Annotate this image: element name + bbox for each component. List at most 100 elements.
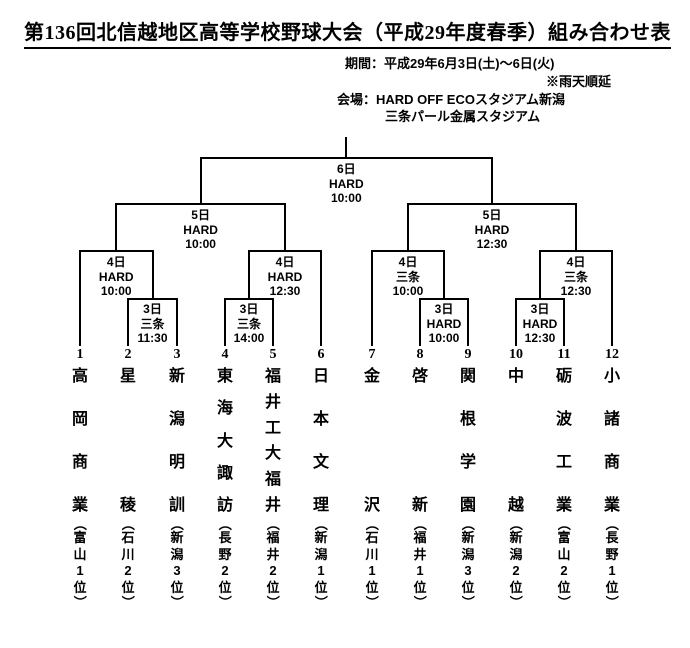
team-seed-char: 潟	[461, 546, 475, 562]
bracket-line	[575, 203, 577, 252]
team-name-char: 稜	[119, 497, 136, 514]
bracket-line	[272, 298, 274, 346]
team-seed-char: 富	[557, 530, 571, 545]
seed-paren-close-icon: ）	[217, 595, 233, 609]
bracket-line	[407, 203, 409, 252]
team-name-char: 波	[555, 411, 572, 428]
team-name-char: 岡	[71, 411, 88, 428]
bracket-line	[371, 250, 373, 346]
team-name: 福井工大福井	[265, 368, 281, 514]
team-name-char: 業	[603, 497, 620, 514]
seed-paren-close-icon: ）	[364, 595, 380, 609]
team-seed-char: 2	[269, 563, 277, 578]
team-name-char: 井	[264, 393, 281, 411]
team-name-char: 園	[459, 497, 476, 514]
team-name-char: 工	[555, 454, 572, 471]
team-name-char: 東	[216, 368, 233, 385]
game-date: 5日	[191, 208, 210, 222]
team-name-char: 金	[363, 368, 380, 385]
team-name-char: 星	[119, 368, 136, 385]
team-name-char: 大	[216, 432, 233, 450]
team-name-char: 越	[507, 497, 524, 514]
seed-paren-close-icon: ）	[120, 595, 136, 609]
seed-paren-open-icon: （	[265, 517, 281, 531]
team-seed-char: 1	[317, 563, 325, 578]
team-seed-char: 潟	[509, 546, 523, 562]
team-name: 関根学園	[460, 368, 476, 514]
bracket-line	[539, 250, 541, 300]
team-name-char: 砺	[555, 368, 572, 385]
game-time: 12:30	[269, 284, 301, 298]
game-time: 10:00	[100, 284, 132, 298]
team-seed-char: 山	[557, 546, 571, 562]
team-seed-char: 長	[605, 530, 619, 545]
team-name: 日本文理	[313, 368, 329, 514]
seed-paren-close-icon: ）	[412, 595, 428, 609]
team-name-char: 井	[264, 496, 281, 514]
team-seed-char: 長	[218, 530, 232, 545]
team-number: 4	[221, 347, 229, 362]
rain-postpone-note: ※雨天順延	[546, 74, 612, 89]
bracket-line	[443, 250, 445, 300]
game-date: 3日	[434, 302, 454, 316]
game-venue: 三条	[395, 269, 421, 284]
seed-paren-open-icon: （	[412, 517, 428, 531]
team-seed-char: 1	[416, 563, 424, 578]
team-name-char: 沢	[363, 497, 380, 514]
team-number: 8	[416, 347, 424, 362]
team-seed-char: 位	[557, 579, 571, 595]
game-venue: HARD	[98, 269, 134, 284]
team-seed-char: 福	[413, 530, 427, 545]
game-date: 3日	[143, 302, 162, 316]
team-name-char: 諸	[603, 411, 620, 428]
team-name-char: 大	[264, 445, 281, 463]
team-name-char: 工	[264, 419, 281, 437]
team-name-char: 業	[71, 497, 88, 514]
team-seed-char: 潟	[170, 546, 184, 562]
game-venue: HARD	[328, 176, 364, 191]
team-seed-char: 潟	[314, 546, 328, 562]
game-venue: HARD	[426, 316, 462, 331]
team-number: 12	[605, 347, 619, 362]
team-seed-char: 位	[509, 579, 523, 595]
team-name-char: 訓	[168, 497, 185, 514]
team-name-char: 業	[555, 497, 572, 514]
seed-paren-close-icon: ）	[556, 595, 572, 609]
game-time: 12:30	[476, 237, 508, 251]
bracket-line	[345, 137, 348, 159]
bracket-line	[151, 250, 154, 300]
team-seed-char: 位	[413, 579, 427, 595]
game-date: 4日	[398, 255, 418, 269]
seed-paren-open-icon: （	[313, 517, 329, 531]
team-name-char: 商	[71, 454, 88, 471]
seed-paren-open-icon: （	[604, 517, 620, 531]
team-name-char: 学	[459, 454, 476, 471]
game-date: 4日	[566, 255, 586, 269]
bracket-line	[79, 250, 81, 346]
game-time: 11:30	[137, 331, 168, 345]
team-name-char: 福	[264, 471, 281, 489]
team-seed-char: 2	[124, 563, 132, 578]
team-seed-char: 井	[413, 546, 427, 562]
team-seed-char: 位	[461, 579, 475, 595]
team-seed-char: 1	[76, 563, 84, 578]
team-seed-char: 2	[560, 563, 568, 578]
team-number: 5	[269, 347, 277, 362]
team-number: 1	[76, 347, 84, 362]
bracket-line	[419, 298, 421, 346]
team-seed-char: 新	[509, 530, 523, 545]
seed-paren-close-icon: ）	[508, 595, 524, 609]
bracket-line	[176, 298, 178, 346]
team-seed-char: 石	[121, 530, 135, 545]
